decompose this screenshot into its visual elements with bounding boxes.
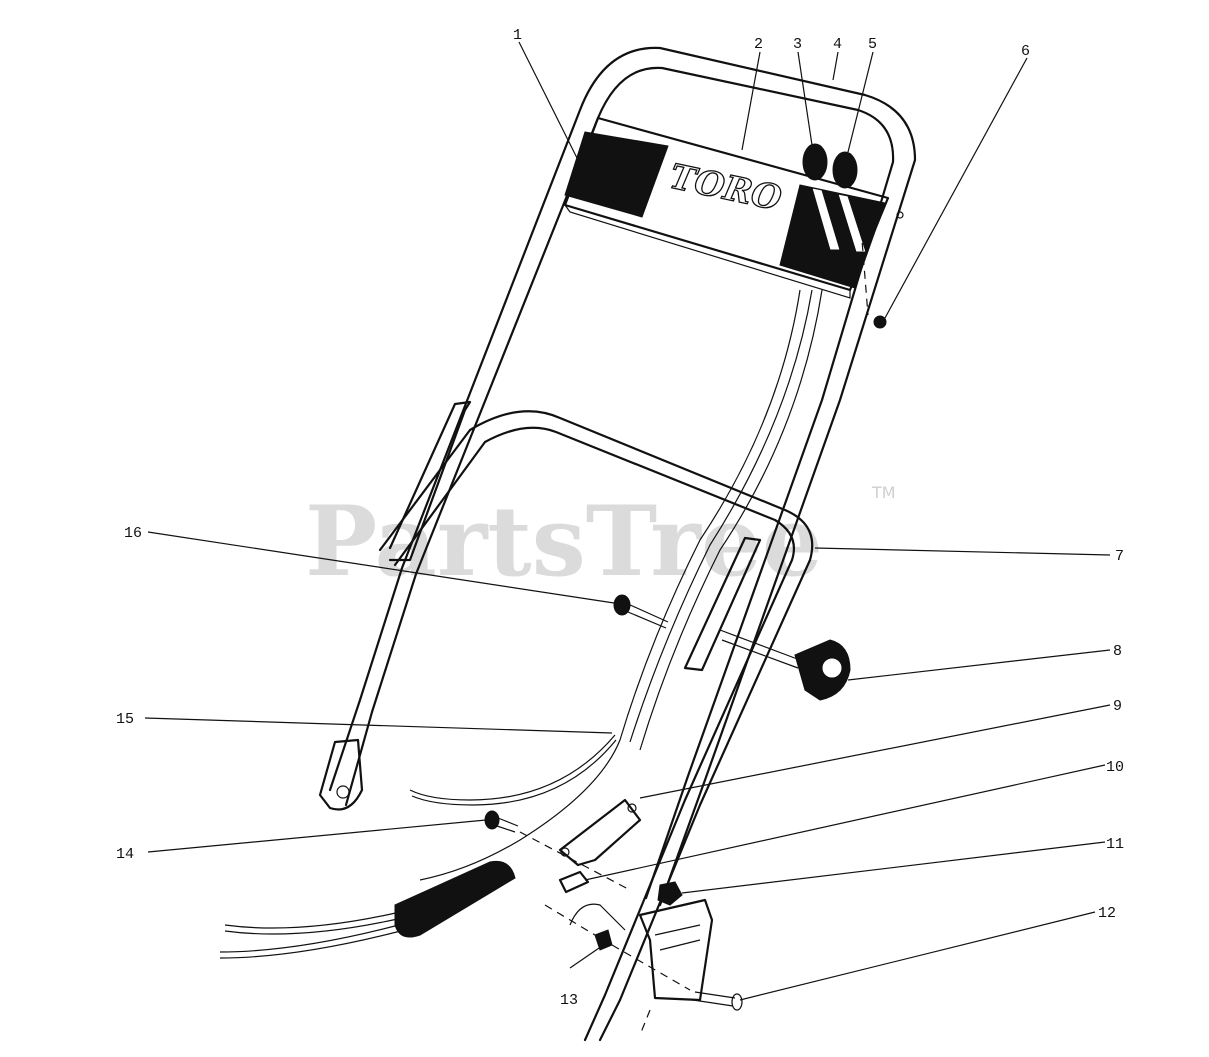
callout-15: 15: [116, 711, 134, 728]
control-cables: [219, 289, 823, 959]
callout-13: 13: [560, 992, 578, 1009]
lower-handle: [378, 400, 814, 1042]
hardware: [484, 214, 869, 1036]
screw-6: [873, 315, 887, 329]
upper-handle: [318, 46, 917, 907]
callout-5: 5: [868, 36, 877, 53]
callout-9: 9: [1113, 698, 1122, 715]
cable-grip: [394, 860, 516, 938]
decal-left: [564, 131, 669, 218]
callout-8: 8: [1113, 643, 1122, 660]
callout-12: 12: [1098, 905, 1116, 922]
knob-throttle: [802, 143, 828, 181]
knob-choke: [832, 151, 858, 189]
callout-2: 2: [754, 36, 763, 53]
watermark-text: PartsTree: [305, 485, 823, 598]
control-panel: TORO: [563, 116, 890, 299]
callout-labels: 1 2 3 4 5 6 7 8 9 10 11 12 13 14 15 16: [116, 27, 1124, 1009]
callout-7: 7: [1115, 548, 1124, 565]
callout-1: 1: [513, 27, 522, 44]
watermark-tm: TM: [871, 483, 896, 502]
leader-lines: [144, 41, 1111, 1001]
callout-3: 3: [793, 36, 802, 53]
callout-11: 11: [1106, 836, 1124, 853]
callout-14: 14: [116, 846, 134, 863]
callout-16: 16: [124, 525, 142, 542]
callout-4: 4: [833, 36, 842, 53]
callout-10: 10: [1106, 759, 1124, 776]
brand-label: TORO: [666, 157, 785, 220]
callout-6: 6: [1021, 43, 1030, 60]
